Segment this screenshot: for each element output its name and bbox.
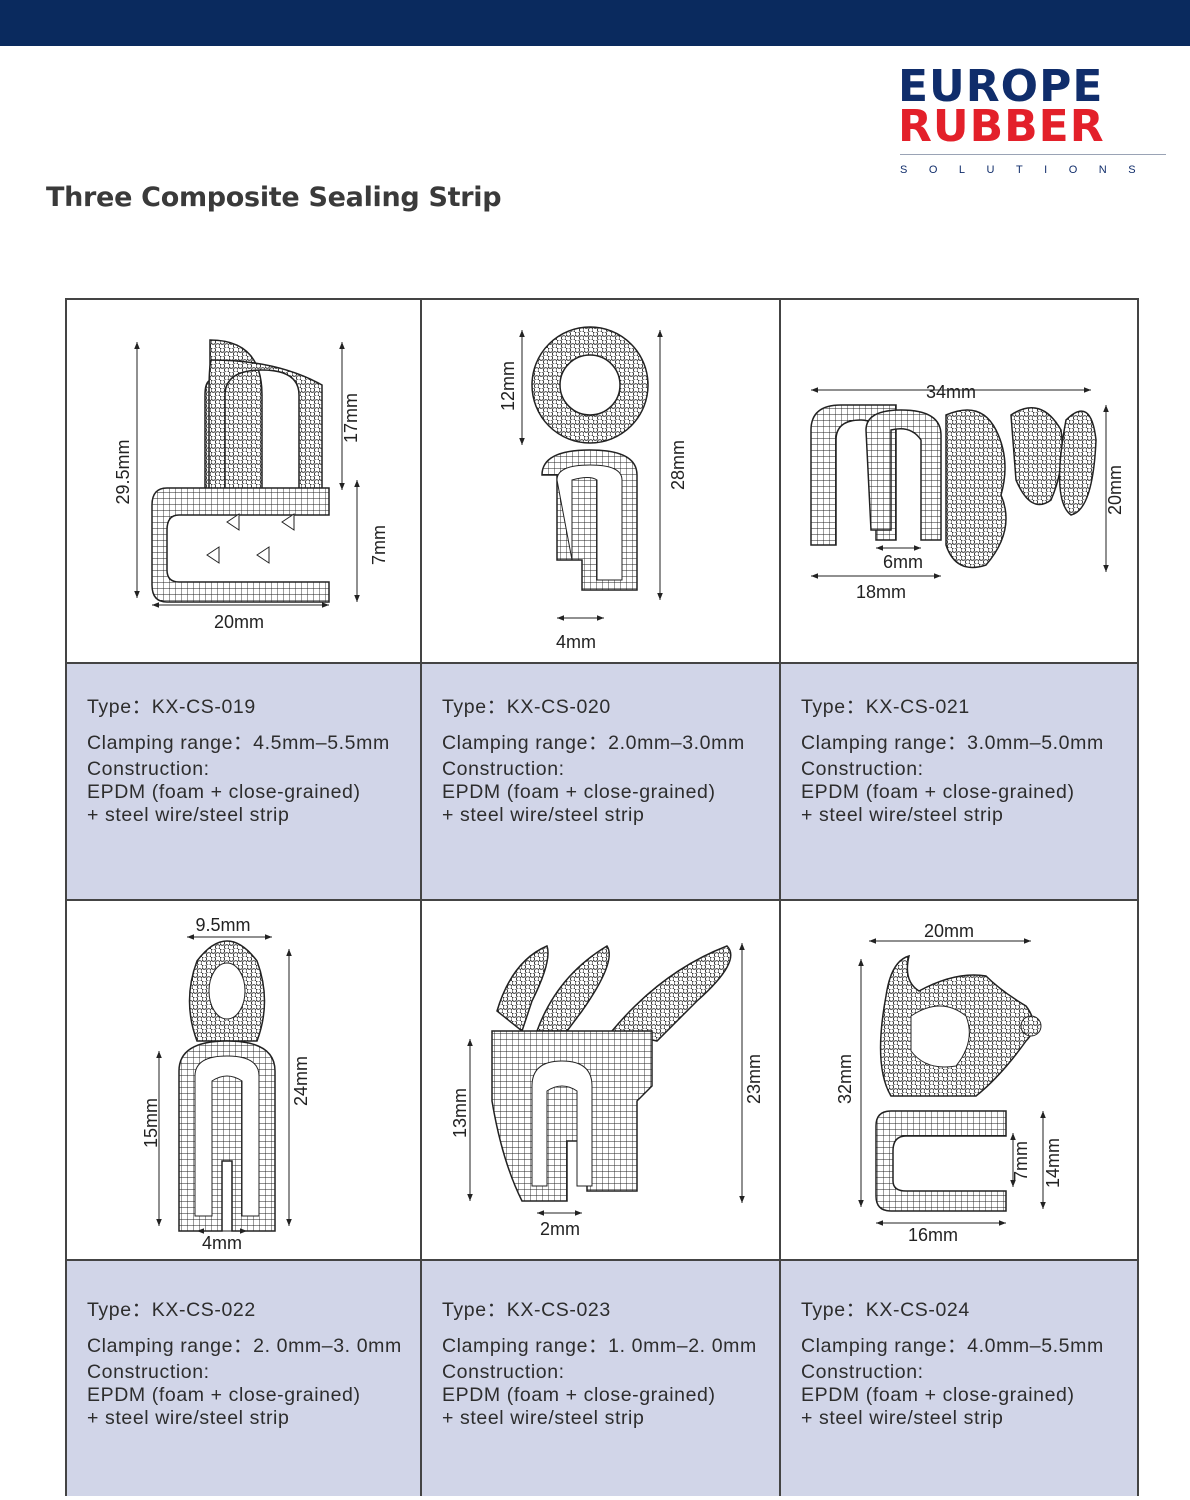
construction-reinforcement: + steel wire/steel strip — [87, 804, 290, 826]
dim-label: 17mm — [341, 393, 361, 443]
product-info-kx-cs-021: Type：KX-CS-021 Clamping range：3.0mm–5.0m… — [781, 664, 1137, 899]
construction-label: Construction: — [801, 1361, 924, 1383]
dim-label: 15mm — [141, 1098, 161, 1148]
dim-label: 6mm — [883, 552, 923, 572]
construction-material: EPDM (foam + close-grained) — [442, 1384, 716, 1406]
logo-line-rubber: RUBBER — [898, 101, 1105, 152]
dim-label: 18mm — [856, 582, 906, 602]
grid-divider — [779, 300, 781, 1496]
product-info-kx-cs-019: Type：KX-CS-019 Clamping range：4.5mm–5.5m… — [67, 664, 420, 899]
grid-divider — [67, 899, 1137, 901]
product-clamping-range: Clamping range：4.0mm–5.5mm — [801, 1335, 1104, 1357]
product-info-kx-cs-023: Type：KX-CS-023 Clamping range：1. 0mm–2. … — [422, 1261, 779, 1496]
product-drawing-kx-cs-022: 9.5mm 24mm 15mm 4mm — [67, 901, 420, 1259]
product-info-kx-cs-022: Type：KX-CS-022 Clamping range：2. 0mm–3. … — [67, 1261, 420, 1496]
dim-label: 23mm — [744, 1054, 764, 1104]
dim-label: 32mm — [835, 1054, 855, 1104]
dim-label: 24mm — [291, 1056, 311, 1106]
construction-reinforcement: + steel wire/steel strip — [442, 804, 645, 826]
logo-divider — [900, 154, 1166, 155]
construction-reinforcement: + steel wire/steel strip — [442, 1407, 645, 1429]
dim-label: 2mm — [540, 1219, 580, 1239]
brand-logo: EUROPE RUBBER SOLUTIONS — [898, 61, 1168, 186]
header-bar — [0, 0, 1190, 46]
dim-label: 7mm — [1011, 1141, 1031, 1181]
dim-label: 7mm — [369, 525, 389, 565]
dim-label: 20mm — [924, 921, 974, 941]
product-info-kx-cs-020: Type：KX-CS-020 Clamping range：2.0mm–3.0m… — [422, 664, 779, 899]
grid-divider — [67, 1259, 1137, 1261]
construction-label: Construction: — [801, 758, 924, 780]
product-drawing-kx-cs-021: 34mm 20mm 6mm 18mm — [781, 300, 1137, 662]
construction-reinforcement: + steel wire/steel strip — [801, 1407, 1004, 1429]
product-clamping-range: Clamping range：2.0mm–3.0mm — [442, 732, 745, 754]
grid-divider — [420, 300, 422, 1496]
dim-label: 13mm — [450, 1088, 470, 1138]
page-title: Three Composite Sealing Strip — [46, 182, 502, 213]
dim-label: 20mm — [214, 612, 264, 632]
construction-label: Construction: — [87, 758, 210, 780]
product-drawing-kx-cs-024: 20mm 32mm 7mm 14mm 16mm — [781, 901, 1137, 1259]
dim-label: 34mm — [926, 382, 976, 402]
construction-label: Construction: — [442, 758, 565, 780]
product-grid: 29.5mm 17mm 7mm 20mm 12mm 28mm 4mm — [65, 298, 1139, 1496]
logo-line-europe: EUROPE — [898, 61, 1104, 112]
construction-reinforcement: + steel wire/steel strip — [801, 804, 1004, 826]
dim-label: 29.5mm — [113, 439, 133, 504]
construction-material: EPDM (foam + close-grained) — [442, 781, 716, 803]
construction-reinforcement: + steel wire/steel strip — [87, 1407, 290, 1429]
construction-material: EPDM (foam + close-grained) — [87, 1384, 361, 1406]
product-drawing-kx-cs-020: 12mm 28mm 4mm — [422, 300, 779, 662]
product-type: Type：KX-CS-019 — [87, 696, 256, 718]
dim-label: 9.5mm — [195, 915, 250, 935]
grid-divider — [67, 662, 1137, 664]
dim-label: 4mm — [556, 632, 596, 652]
product-info-kx-cs-024: Type：KX-CS-024 Clamping range：4.0mm–5.5m… — [781, 1261, 1137, 1496]
product-clamping-range: Clamping range：1. 0mm–2. 0mm — [442, 1335, 757, 1357]
dim-label: 16mm — [908, 1225, 958, 1245]
product-type: Type：KX-CS-020 — [442, 696, 611, 718]
product-clamping-range: Clamping range：2. 0mm–3. 0mm — [87, 1335, 402, 1357]
product-drawing-kx-cs-019: 29.5mm 17mm 7mm 20mm — [67, 300, 420, 662]
dim-label: 14mm — [1043, 1138, 1063, 1188]
dim-label: 4mm — [202, 1233, 242, 1253]
construction-material: EPDM (foam + close-grained) — [801, 781, 1075, 803]
product-type: Type：KX-CS-021 — [801, 696, 970, 718]
dim-label: 12mm — [498, 361, 518, 411]
construction-label: Construction: — [87, 1361, 210, 1383]
logo-line-solutions: SOLUTIONS — [900, 164, 1158, 176]
product-type: Type：KX-CS-022 — [87, 1299, 256, 1321]
product-drawing-kx-cs-023: 23mm 13mm 2mm — [422, 901, 779, 1259]
product-clamping-range: Clamping range：3.0mm–5.0mm — [801, 732, 1104, 754]
product-type: Type：KX-CS-024 — [801, 1299, 970, 1321]
construction-label: Construction: — [442, 1361, 565, 1383]
dim-label: 20mm — [1105, 465, 1125, 515]
product-type: Type：KX-CS-023 — [442, 1299, 611, 1321]
construction-material: EPDM (foam + close-grained) — [87, 781, 361, 803]
dim-label: 28mm — [668, 440, 688, 490]
construction-material: EPDM (foam + close-grained) — [801, 1384, 1075, 1406]
product-clamping-range: Clamping range：4.5mm–5.5mm — [87, 732, 390, 754]
